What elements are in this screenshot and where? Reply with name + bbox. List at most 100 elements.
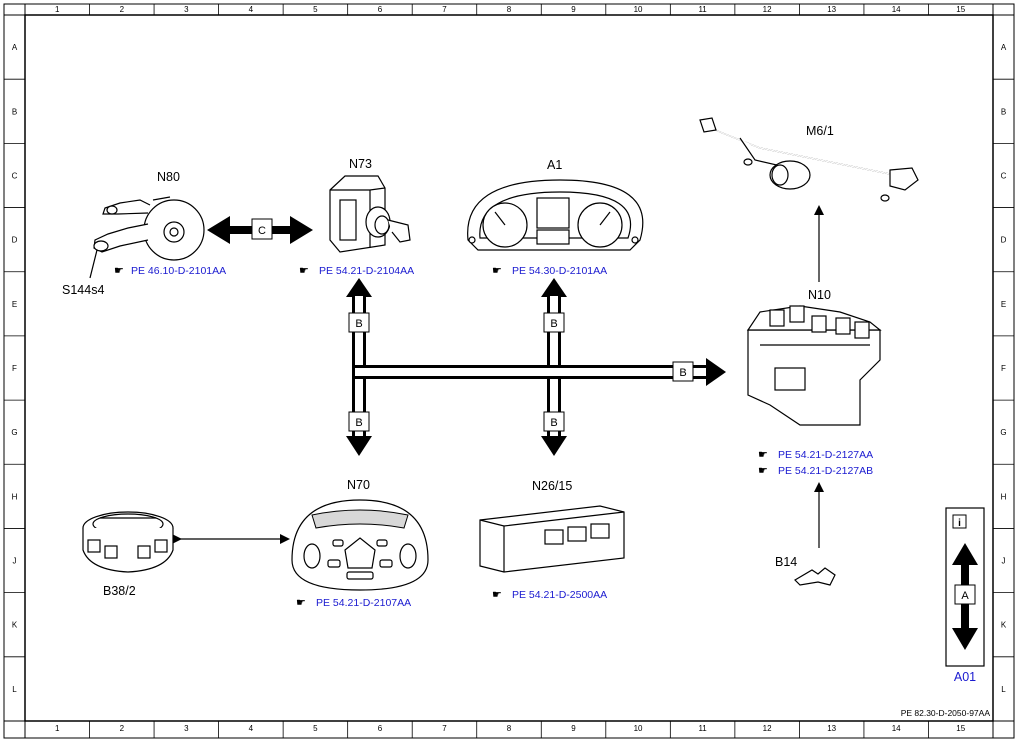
n26-15-reference-link[interactable]: ☛ PE 54.21-D-2500AA (492, 589, 607, 601)
n80-steering-column-module[interactable]: N80 (93, 170, 205, 261)
connector-b-label-n26-15: B (550, 417, 557, 429)
grid-column-label: 14 (892, 5, 901, 14)
grid-column-label: 13 (827, 5, 836, 14)
grid-column-label: 4 (249, 724, 254, 733)
n70-label: N70 (347, 478, 370, 492)
grid-column-label: 6 (378, 5, 383, 14)
pointing-hand-icon: ☛ (758, 465, 768, 477)
n80-reference-link[interactable]: ☛ PE 46.10-D-2101AA (114, 265, 226, 277)
n80-label: N80 (157, 170, 180, 184)
n26-15-control-unit[interactable]: N26/15 (479, 479, 625, 573)
s144s4-switch-callout: S144s4 (62, 249, 104, 297)
grid-column-label: 3 (184, 724, 189, 733)
grid-column-label: 7 (442, 5, 447, 14)
n10-sam-control-unit[interactable]: N10 (746, 288, 882, 426)
n26-15-label: N26/15 (532, 479, 572, 493)
grid-column-label: 13 (827, 724, 836, 733)
m6-1-label: M6/1 (806, 124, 834, 138)
grid-row-label: K (12, 621, 18, 630)
grid-column-label: 14 (892, 724, 901, 733)
grid-row-label: E (1001, 300, 1006, 309)
grid-row-label: J (13, 557, 17, 566)
grid-column-label: 10 (634, 5, 643, 14)
grid-row-label: H (12, 492, 18, 501)
n10-ref-2[interactable]: PE 54.21-D-2127AB (778, 465, 873, 477)
grid-row-label: H (1001, 492, 1007, 501)
n73-ref[interactable]: PE 54.21-D-2104AA (319, 265, 414, 277)
grid-row-label: F (12, 364, 17, 373)
connector-b-label-n73: B (355, 318, 362, 330)
grid-column-label: 12 (763, 724, 772, 733)
document-id: PE 82.30-D-2050-97AA (901, 708, 991, 718)
pointing-hand-icon: ☛ (492, 265, 502, 277)
n73-reference-link[interactable]: ☛ PE 54.21-D-2104AA (299, 265, 414, 277)
n73-ignition-switch[interactable]: N73 (329, 157, 411, 253)
connection-c-n80-n73: C (207, 216, 313, 244)
connector-b-label-n10: B (679, 367, 686, 379)
b14-label: B14 (775, 555, 797, 569)
grid-row-label: C (12, 171, 18, 180)
a1-reference-link[interactable]: ☛ PE 54.30-D-2101AA (492, 265, 607, 277)
n10-ref-1[interactable]: PE 54.21-D-2127AA (778, 449, 873, 461)
grid-row-label: L (1001, 685, 1006, 694)
connector-b-label-n70: B (355, 417, 362, 429)
grid-column-label: 10 (634, 724, 643, 733)
grid-column-label: 3 (184, 5, 189, 14)
pointing-hand-icon: ☛ (299, 265, 309, 277)
grid-row-label: L (12, 685, 17, 694)
grid-row-label: F (1001, 364, 1006, 373)
grid-row-label: D (12, 236, 18, 245)
b14-temperature-sensor[interactable]: B14 (775, 555, 836, 586)
connector-c-label: C (258, 225, 266, 237)
grid-row-label: G (11, 428, 17, 437)
grid-column-label: 15 (956, 5, 965, 14)
pointing-hand-icon: ☛ (114, 265, 124, 277)
grid-row-label: E (12, 300, 17, 309)
grid-column-label: 4 (249, 5, 254, 14)
grid-column-label: 9 (571, 5, 576, 14)
n80-ref[interactable]: PE 46.10-D-2101AA (131, 265, 226, 277)
grid-row-label: K (1001, 621, 1007, 630)
a1-instrument-cluster[interactable]: A1 (467, 158, 644, 251)
grid-column-label: 6 (378, 724, 383, 733)
legend-box: i A (945, 507, 985, 667)
grid-column-label: 12 (763, 5, 772, 14)
n70-overhead-control-panel[interactable]: N70 (291, 478, 429, 591)
connector-b-label-a1: B (550, 318, 557, 330)
grid-row-label: B (12, 107, 17, 116)
m6-1-wiper-motor[interactable]: M6/1 (699, 117, 919, 202)
a1-label: A1 (547, 158, 562, 172)
grid-column-label: 9 (571, 724, 576, 733)
legend-id: A01 (954, 670, 976, 684)
grid-row-label: B (1001, 107, 1006, 116)
a1-ref[interactable]: PE 54.30-D-2101AA (512, 265, 607, 277)
grid-rows-left: A B C D E F G H J K L (4, 43, 25, 694)
grid-row-label: G (1000, 428, 1006, 437)
info-icon: i (958, 518, 961, 529)
grid-column-label: 5 (313, 5, 318, 14)
n70-ref[interactable]: PE 54.21-D-2107AA (316, 597, 411, 609)
pointing-hand-icon: ☛ (296, 597, 306, 609)
n10-reference-links[interactable]: ☛ PE 54.21-D-2127AA ☛ PE 54.21-D-2127AB (758, 449, 873, 477)
grid-row-label: A (1001, 43, 1007, 52)
legend-a-label: A (961, 590, 969, 602)
grid-column-label: 1 (55, 724, 60, 733)
bus-b: B B B B B (346, 278, 726, 456)
grid-column-label: 7 (442, 724, 447, 733)
n26-15-ref[interactable]: PE 54.21-D-2500AA (512, 589, 607, 601)
grid-row-label: A (12, 43, 18, 52)
grid-row-label: J (1002, 557, 1006, 566)
grid-column-label: 8 (507, 5, 512, 14)
grid-column-label: 8 (507, 724, 512, 733)
grid-column-label: 15 (956, 724, 965, 733)
pointing-hand-icon: ☛ (758, 449, 768, 461)
n70-reference-link[interactable]: ☛ PE 54.21-D-2107AA (296, 597, 411, 609)
s144s4-label: S144s4 (62, 283, 104, 297)
b38-2-sensor-ring[interactable]: B38/2 (82, 511, 174, 598)
grid-column-label: 2 (120, 724, 125, 733)
grid-row-label: D (1001, 236, 1007, 245)
